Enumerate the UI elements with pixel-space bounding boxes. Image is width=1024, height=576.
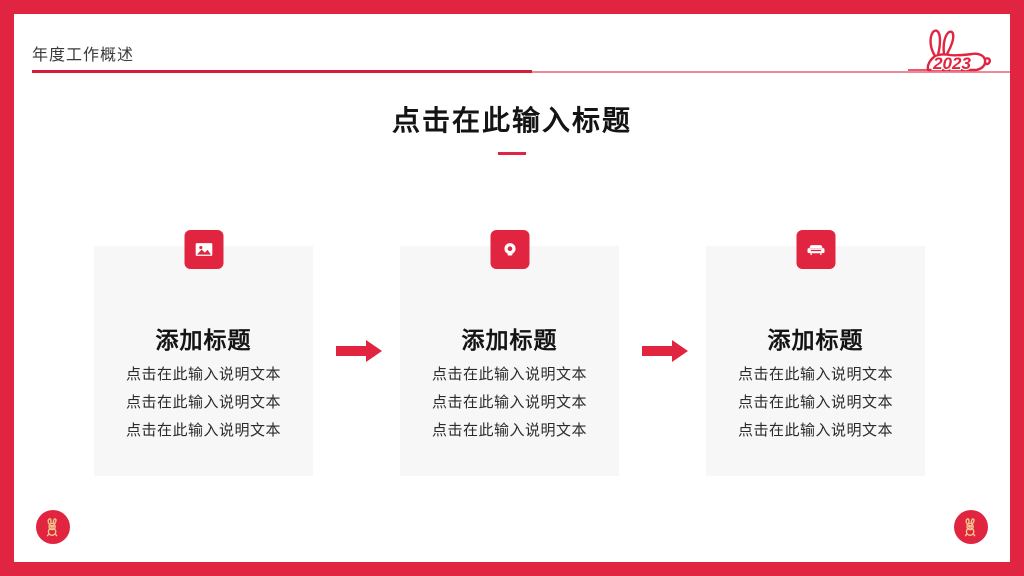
page-title: 年度工作概述 xyxy=(32,47,135,64)
card-line: 点击在此输入说明文本 xyxy=(125,366,281,383)
slide-header: 年度工作概述 2023 xyxy=(14,14,1010,80)
main-title: 点击在此输入标题 xyxy=(391,105,632,136)
card-body: 点击在此输入说明文本 点击在此输入说明文本 点击在此输入说明文本 xyxy=(94,361,313,445)
arrow-right-icon xyxy=(336,340,382,362)
card-2[interactable]: 添加标题 点击在此输入说明文本 点击在此输入说明文本 点击在此输入说明文本 xyxy=(400,230,619,476)
sofa-couch-icon xyxy=(796,230,835,269)
red-dash-divider xyxy=(498,151,526,155)
card-line: 点击在此输入说明文本 xyxy=(125,422,281,439)
card-body: 点击在此输入说明文本 点击在此输入说明文本 点击在此输入说明文本 xyxy=(706,361,925,445)
rabbit-badge-icon xyxy=(954,510,988,544)
card-heading: 添加标题 xyxy=(461,327,558,353)
card-line: 点击在此输入说明文本 xyxy=(737,394,893,411)
card-line: 点击在此输入说明文本 xyxy=(737,366,893,383)
arrow-right-icon xyxy=(642,340,688,362)
card-line: 点击在此输入说明文本 xyxy=(431,422,587,439)
aperture-ring-icon xyxy=(490,230,529,269)
main-title-block: 点击在此输入标题 xyxy=(14,104,1010,155)
card-line: 点击在此输入说明文本 xyxy=(737,422,893,439)
card-3[interactable]: 添加标题 点击在此输入说明文本 点击在此输入说明文本 点击在此输入说明文本 xyxy=(706,230,925,476)
card-line: 点击在此输入说明文本 xyxy=(431,366,587,383)
rabbit-2023-outline-icon: 2023 xyxy=(908,26,994,82)
card-heading: 添加标题 xyxy=(155,327,252,353)
card-body: 点击在此输入说明文本 点击在此输入说明文本 点击在此输入说明文本 xyxy=(400,361,619,445)
header-divider-thick xyxy=(32,70,532,73)
image-picture-icon xyxy=(184,230,223,269)
card-1[interactable]: 添加标题 点击在此输入说明文本 点击在此输入说明文本 点击在此输入说明文本 xyxy=(94,230,313,476)
rabbit-badge-icon xyxy=(36,510,70,544)
slide-content-area: 年度工作概述 2023 xyxy=(14,14,1010,562)
card-line: 点击在此输入说明文本 xyxy=(431,394,587,411)
logo-year-text: 2023 xyxy=(932,54,971,73)
card-line: 点击在此输入说明文本 xyxy=(125,394,281,411)
card-heading: 添加标题 xyxy=(767,327,864,353)
cards-row: 添加标题 点击在此输入说明文本 点击在此输入说明文本 点击在此输入说明文本 xyxy=(94,230,930,480)
